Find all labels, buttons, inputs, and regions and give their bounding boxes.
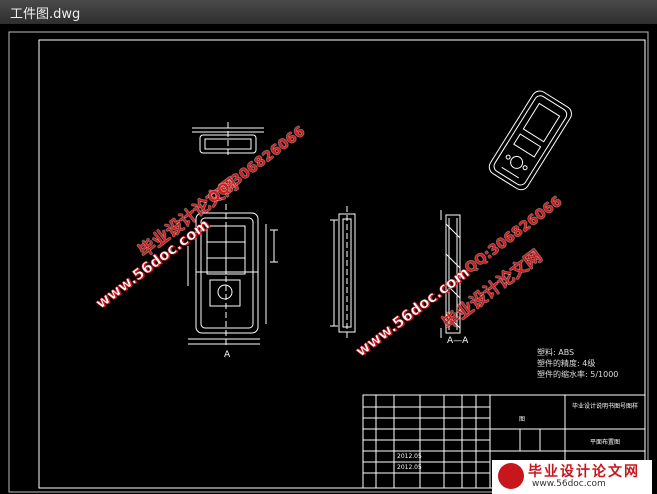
title-block-project: 毕业设计说明书图号图样	[572, 403, 639, 410]
footer-logo-url: www.56doc.com	[532, 479, 606, 489]
side-view	[330, 206, 356, 340]
drawing-canvas[interactable]: A A—A 塑料: ABS 塑件的精度: 4级 塑件的缩水率: 5/1000 图…	[0, 24, 657, 494]
window-title: 工件图.dwg	[10, 7, 81, 22]
top-view	[192, 122, 264, 158]
front-view	[187, 204, 278, 346]
drawing-svg	[8, 31, 649, 493]
title-block-date-2: 2012.05	[397, 464, 422, 471]
footer-logo-name: 毕业设计论文网	[528, 464, 640, 480]
view-label-a: A	[224, 350, 231, 360]
drawing-border	[38, 39, 646, 489]
title-block-name: 平面布置图	[590, 439, 621, 446]
section-label: A—A	[447, 336, 469, 346]
isometric-view	[488, 90, 572, 191]
note-shrinkage: 塑件的缩水率: 5/1000	[537, 370, 619, 379]
title-block-drawing: 图	[519, 416, 526, 423]
section-view	[440, 210, 461, 338]
seal-icon	[498, 463, 524, 489]
note-precision: 塑件的精度: 4级	[537, 359, 596, 368]
sheet-outer-frame	[8, 31, 649, 493]
footer-logo: 毕业设计论文网 www.56doc.com	[492, 460, 652, 494]
title-bar[interactable]: 工件图.dwg	[0, 0, 657, 25]
title-block-date-1: 2012.05	[397, 453, 422, 460]
note-material: 塑料: ABS	[537, 348, 575, 357]
